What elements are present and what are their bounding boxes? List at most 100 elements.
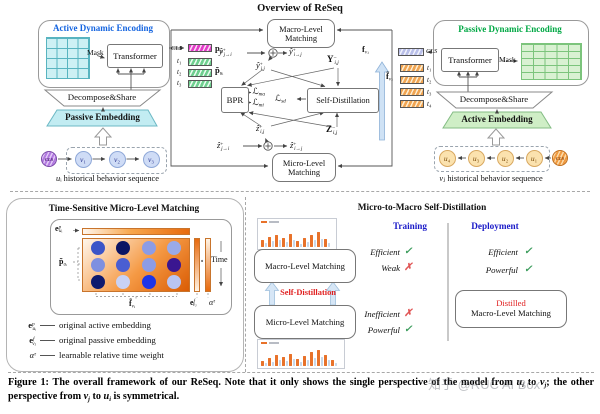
deployment-row-label: Efficient: [488, 247, 518, 257]
distillation-title: Micro-to-Macro Self-Distillation: [357, 203, 487, 213]
legend-symbol: epuᵢ: [28, 320, 36, 332]
thumb-bar: [268, 358, 271, 366]
t4-label-right: t₄: [427, 99, 432, 108]
thumb-bar: [275, 355, 278, 366]
token-embedding: [400, 64, 424, 72]
left-sequence-label: uᵢ historical behavior sequence: [56, 174, 159, 183]
decompose-share-right-shape: [435, 91, 554, 109]
matrix-dot: [90, 257, 105, 272]
thumb-bar: [324, 239, 327, 247]
check-icon: ✓: [524, 264, 533, 275]
legend-symbol: efvⱼ: [29, 335, 36, 347]
thumb-bar: [268, 237, 271, 247]
f-vj-label: fvⱼ: [362, 44, 369, 56]
legend-desc: original active embedding: [59, 320, 151, 330]
thumb-bar: [331, 360, 334, 366]
legend-dash: [40, 355, 55, 356]
p-tilde-ui-label: p̃uᵢ: [215, 65, 224, 77]
plus-circle-icon: [263, 48, 278, 151]
check-icon: ✓: [524, 246, 533, 257]
legend-desc: learnable relative time weight: [59, 350, 164, 360]
training-row-label: Efficient: [370, 247, 400, 257]
thumb-bar: [324, 355, 327, 366]
thumb-bar-pale: [314, 240, 316, 247]
legend-symbol: ατ: [29, 350, 36, 360]
thumb-bar-pale: [293, 359, 295, 366]
thumb-bar: [303, 356, 306, 366]
active-embedding-shape: [442, 111, 552, 129]
training-row-label: Weak: [381, 263, 400, 273]
left-sequence-box: [66, 147, 167, 174]
check-icon: ✓: [404, 324, 413, 335]
mask-label-right: Mask: [499, 55, 516, 64]
training-deployment-divider: [447, 223, 449, 341]
p-ui-label: puᵢ: [215, 42, 224, 55]
matrix-dot: [116, 257, 131, 272]
t2-label-left: t₂: [177, 68, 182, 76]
micro-score-thumbnail: [257, 339, 345, 369]
thumb-bar: [310, 235, 313, 247]
thumb-bar-pale: [279, 360, 281, 366]
matrix-dot: [141, 257, 156, 272]
thumb-bar-pale: [286, 242, 288, 247]
decompose-share-right-label: Decompose&Share: [459, 94, 529, 104]
decompose-share-left-label: Decompose&Share: [67, 92, 137, 102]
legend-orange-dash: [261, 342, 267, 344]
distilled-macro-label: Macro-Level Matching: [471, 308, 551, 318]
thumb-bar-pale: [307, 242, 309, 247]
matrix-dot: [167, 240, 182, 255]
t1-label-right: t₁: [427, 63, 432, 72]
thumb-bar-pale: [300, 362, 302, 366]
passive-embedding-shape: [46, 109, 158, 127]
cls-token-circle-left: CLS: [41, 151, 57, 167]
thumb-bar: [310, 352, 313, 366]
distill-up-arrow-icon: [374, 61, 390, 141]
token-embedding: [400, 100, 424, 108]
training-row-label: Inefficient: [364, 309, 400, 319]
z-hat-i-to-j: ẑ+i→j: [290, 140, 303, 152]
micro-level-matching-box-2: Micro-Level Matching: [254, 305, 356, 339]
active-embedding-grid: [46, 37, 90, 79]
thumb-bar-pale: [272, 362, 274, 366]
thumb-bar: [296, 241, 299, 247]
matrix-dot: [167, 257, 182, 272]
token-embedding: [188, 69, 212, 77]
thumb-bar: [289, 354, 292, 366]
legend-dash: [40, 325, 55, 326]
training-header: Training: [392, 221, 428, 231]
t3-label-right: t₃: [427, 87, 432, 96]
active-embedding-label: Active Embedding: [461, 114, 533, 124]
legend-gray-dash: [269, 342, 279, 344]
time-weight-gradient-bar: [205, 238, 211, 292]
thumb-bar: [282, 238, 285, 247]
overview-title: Overview of ReSeq: [257, 3, 343, 14]
t1-label-left: t₁: [177, 57, 182, 65]
cross-icon: ✗: [404, 262, 413, 273]
thumb-bar: [282, 357, 285, 366]
cross-icon: ✗: [404, 308, 413, 319]
token-embedding: [188, 80, 212, 88]
loss-ma-label: ℒma: [252, 86, 266, 98]
thumbnail-legend: [261, 342, 279, 344]
p-tilde-label-matrix: p̃uᵢ: [59, 257, 67, 268]
alpha-tau-label: ατ: [209, 298, 215, 307]
matrix-dot: [141, 240, 156, 255]
right-sequence-label: vⱼ historical behavior sequence: [439, 173, 543, 183]
matrix-dot: [116, 275, 131, 290]
cls-token-circle-right: CLS: [552, 150, 568, 166]
cls-label-left: CLS: [171, 44, 183, 52]
passive-encoding-title: Passive Dynamic Encoding: [458, 24, 562, 34]
deployment-row-label: Powerful: [485, 265, 518, 275]
thumbnail-bars: [261, 221, 333, 247]
active-encoding-title: Active Dynamic Encoding: [53, 23, 153, 33]
figure-caption: Figure 1: The overall framework of our R…: [8, 377, 594, 403]
up-arrow-icon: [93, 127, 113, 146]
passive-embedding-label: Passive Embedding: [65, 112, 140, 122]
active-embedding-gradient-bar: [82, 227, 190, 235]
thumbnail-bars: [261, 342, 341, 366]
thumb-bar: [303, 238, 306, 247]
